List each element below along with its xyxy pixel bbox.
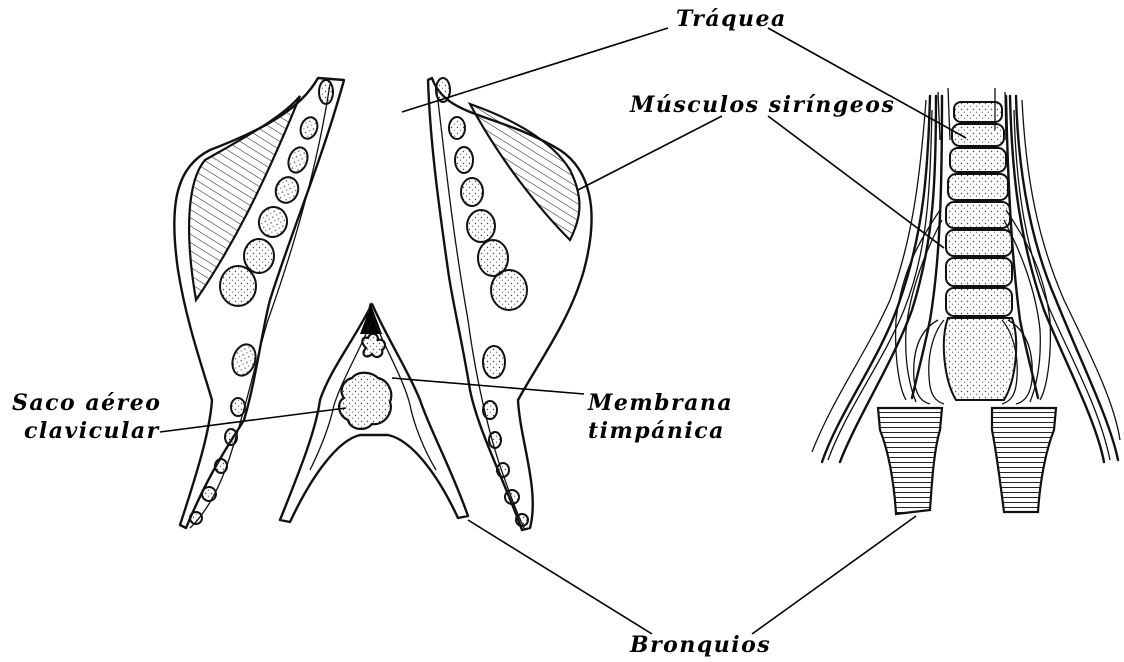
leader-bronquios-left: [468, 520, 652, 634]
label-traquea: Tráquea: [676, 6, 787, 32]
leader-traquea-right: [768, 28, 966, 138]
pessulus-membrane: [280, 302, 468, 522]
label-membrana-line2: timpánica: [588, 418, 725, 444]
bronchi: [878, 408, 1056, 514]
label-membrana-line1: Membrana: [588, 390, 733, 416]
leader-membrana: [392, 378, 584, 394]
label-bronquios: Bronquios: [630, 632, 771, 658]
right-wall-section: [428, 78, 592, 530]
leader-saco: [160, 408, 346, 432]
leader-traquea-left: [402, 28, 668, 112]
tracheal-rings: [944, 102, 1016, 400]
label-saco-aereo-line1: Saco aéreo: [12, 390, 161, 416]
syrinx-external-view: [812, 88, 1120, 514]
leader-bronquios-right: [752, 516, 916, 634]
label-saco-aereo-line2: clavicular: [24, 418, 160, 444]
leader-musculos-left: [578, 116, 722, 190]
left-wall-section: [174, 78, 344, 528]
label-musculos-siringeos: Músculos siríngeos: [630, 92, 895, 118]
